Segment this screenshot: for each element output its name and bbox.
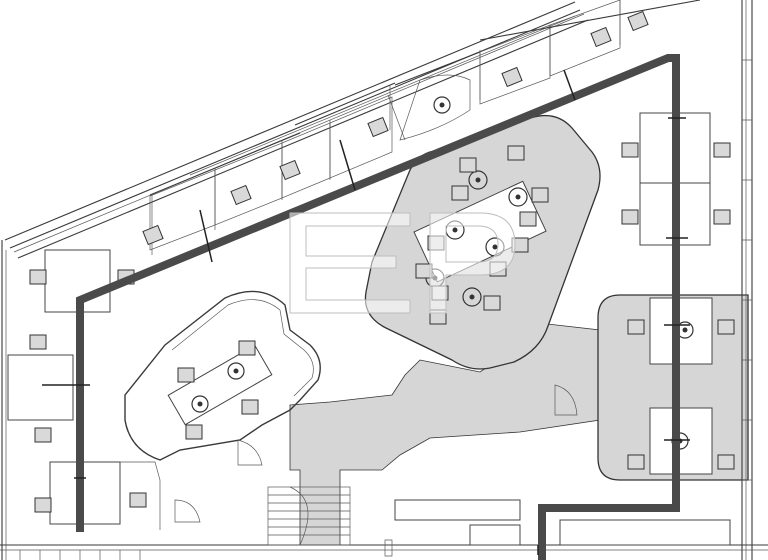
watermark-logo [289, 212, 516, 314]
right-exterior-wall [741, 0, 753, 560]
door-swings [174, 384, 578, 557]
left-desk-clusters [7, 249, 161, 530]
circulation-route [42, 54, 690, 560]
exterior-facade [4, 0, 701, 259]
reception-room [124, 290, 321, 461]
left-exterior-wall [1, 240, 7, 560]
staircase [267, 486, 351, 546]
right-room-desks [627, 297, 735, 475]
bottom-wall [0, 499, 768, 560]
